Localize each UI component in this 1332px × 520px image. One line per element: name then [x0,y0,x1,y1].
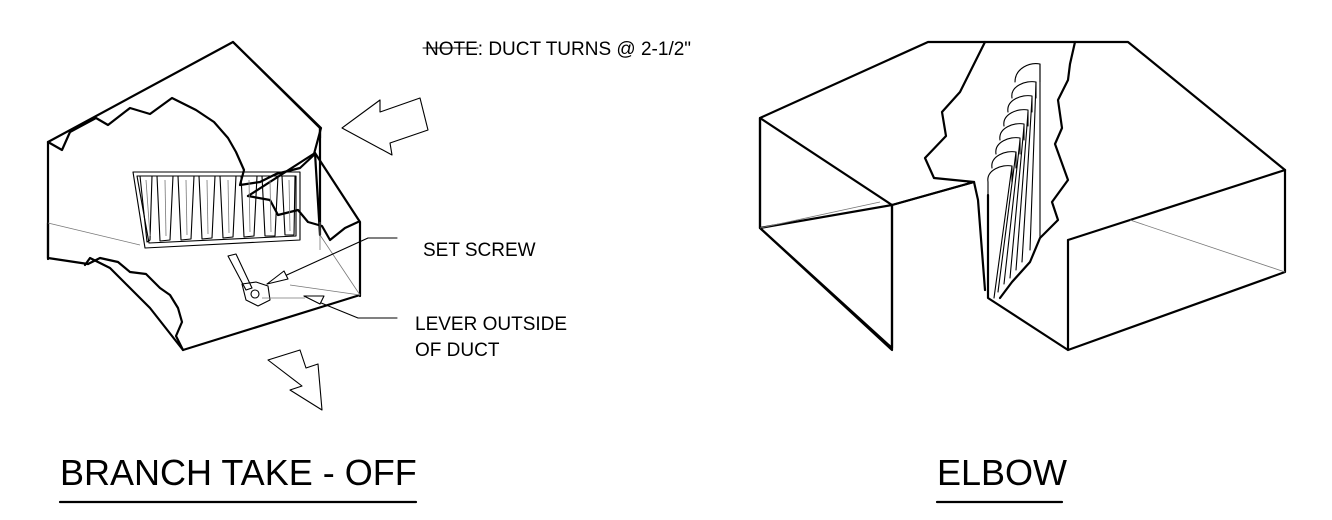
branch-box-outline [83,151,362,352]
elbow-hairline-right [1129,219,1286,273]
inner-hairline-bottom [289,284,361,296]
callout-lever-line1: LEVER OUTSIDE [415,314,567,335]
branch-takeoff-drawing [46,40,429,411]
elbow-left-leg [758,40,1287,350]
note-text: NOTE: DUCT TURNS @ 2-1/2" [425,39,691,60]
main-duct-top-edge [231,40,323,156]
elbow-drawing [758,40,1287,352]
main-duct-outline [46,40,322,261]
leader-set-screw [266,237,398,285]
torn-edge-lower [86,256,185,352]
elbow-title: ELBOW [937,452,1067,493]
note: NOTE: DUCT TURNS @ 2-1/2" [422,39,691,60]
damper-lever [227,253,305,307]
elbow-torn-right [998,40,1077,300]
elbow-turning-vanes [987,63,1041,299]
elbow-hairline-left [759,201,881,229]
leader-set-screw-arrowhead [266,270,289,285]
elbow-left-faces [758,116,976,352]
duct-left-bottom [46,221,90,266]
callout-lever-line2: OF DUCT [415,340,500,361]
branch-title: BRANCH TAKE - OFF [60,452,417,493]
note-prefix: NOTE [425,39,478,60]
leader-lever [303,295,398,319]
torn-edge-branch [246,194,360,242]
note-body: : DUCT TURNS @ 2-1/2" [478,39,691,60]
callout-set-screw: SET SCREW [423,240,536,261]
inner-hairline-left [47,222,141,246]
elbow-right-leg [986,168,1287,352]
leader-lever-arrowhead [303,295,325,305]
turning-vanes [132,171,301,249]
airflow-arrow-out [267,349,323,411]
inner-hairline-right [319,234,361,296]
airflow-arrow-in [341,97,429,156]
elbow-torn-left [923,40,987,292]
